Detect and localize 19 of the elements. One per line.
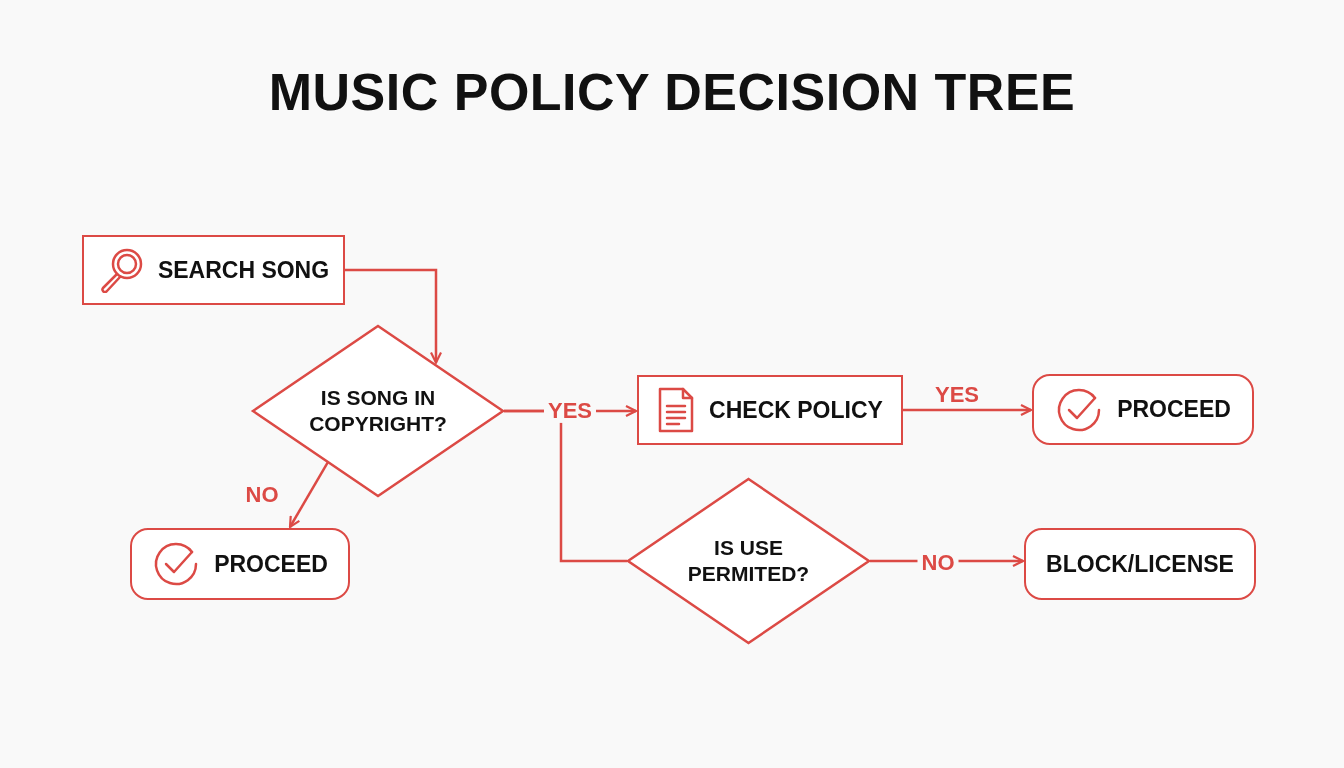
node-text: CHECK POLICY (709, 395, 883, 425)
arrow (288, 461, 329, 529)
diagram-title: MUSIC POLICY DECISION TREE (267, 62, 1077, 122)
edge-label: YES (934, 382, 980, 408)
terminal-box (130, 528, 350, 600)
node-text: IS SONG IN COPYRIGHT? (308, 384, 448, 437)
node-text: BLOCK/LICENSE (1046, 549, 1234, 579)
node-text: IS USE PERMITED? (686, 534, 811, 587)
process-box (82, 235, 345, 305)
terminal-box (1024, 528, 1256, 600)
terminal-box (1032, 374, 1254, 445)
edge-label: NO (244, 482, 280, 508)
decision-diamond (627, 478, 870, 644)
node-text: SEARCH SONG (157, 255, 330, 285)
arrow (903, 403, 1033, 417)
node-text: PROCEED (1117, 395, 1231, 424)
process-box (637, 375, 903, 445)
arrow (345, 268, 443, 364)
node-text: PROCEED (214, 549, 328, 579)
